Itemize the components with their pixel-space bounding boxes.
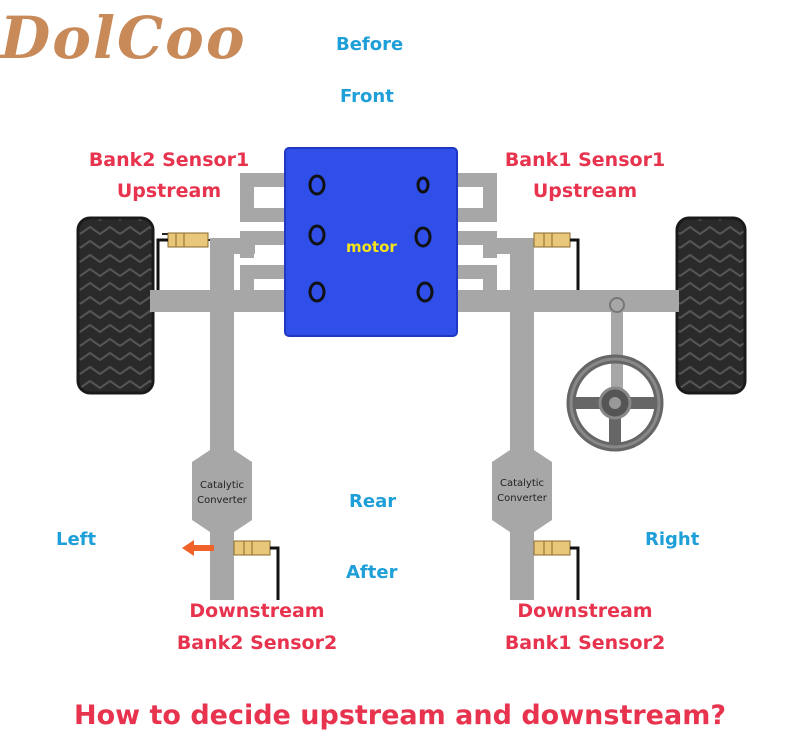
label-bank2-sensor1: Bank2 Sensor1 bbox=[88, 149, 250, 171]
label-rear: Rear bbox=[349, 491, 397, 512]
label-right: Right bbox=[645, 529, 700, 550]
brand-logo: DolCoo bbox=[0, 4, 247, 72]
oxygen-sensor-icon bbox=[233, 540, 280, 600]
label-bank2-sensor2: Bank2 Sensor2 bbox=[176, 632, 338, 654]
motor-label: motor bbox=[346, 238, 397, 256]
cylinder-ports bbox=[308, 174, 434, 303]
steering-wheel-icon bbox=[566, 354, 664, 452]
catalytic-converter-icon: Catalytic Converter bbox=[482, 476, 562, 506]
tire-icon bbox=[675, 216, 747, 395]
label-front: Front bbox=[340, 86, 394, 107]
oxygen-sensor-icon bbox=[156, 232, 210, 290]
label-bank1-sensor2: Bank1 Sensor2 bbox=[504, 632, 666, 654]
label-before: Before bbox=[336, 34, 404, 55]
right-exhaust-pipe bbox=[490, 238, 552, 600]
left-exhaust-pipe bbox=[192, 238, 255, 600]
catalytic-right-line1: Catalytic bbox=[499, 478, 545, 489]
label-downstream-right: Downstream bbox=[517, 600, 653, 622]
label-upstream-right: Upstream bbox=[532, 180, 638, 202]
label-downstream-left: Downstream bbox=[189, 600, 325, 622]
flow-arrow-icon bbox=[182, 540, 214, 556]
right-exhaust-manifold bbox=[455, 173, 497, 307]
label-left: Left bbox=[56, 529, 97, 550]
engine-block bbox=[284, 147, 458, 337]
oxygen-sensor-icon bbox=[533, 540, 580, 600]
catalytic-converter-icon: Catalytic Converter bbox=[182, 478, 262, 508]
question-caption: How to decide upstream and downstream? bbox=[73, 700, 727, 731]
oxygen-sensor-icon bbox=[533, 232, 580, 290]
label-bank1-sensor1: Bank1 Sensor1 bbox=[504, 149, 666, 171]
catalytic-left-line2: Converter bbox=[197, 495, 247, 506]
catalytic-left-line1: Catalytic bbox=[199, 480, 245, 491]
label-upstream-left: Upstream bbox=[116, 180, 222, 202]
tire-icon bbox=[76, 216, 155, 395]
steering-column bbox=[611, 305, 623, 395]
label-after: After bbox=[346, 562, 398, 583]
catalytic-right-line2: Converter bbox=[497, 493, 547, 504]
